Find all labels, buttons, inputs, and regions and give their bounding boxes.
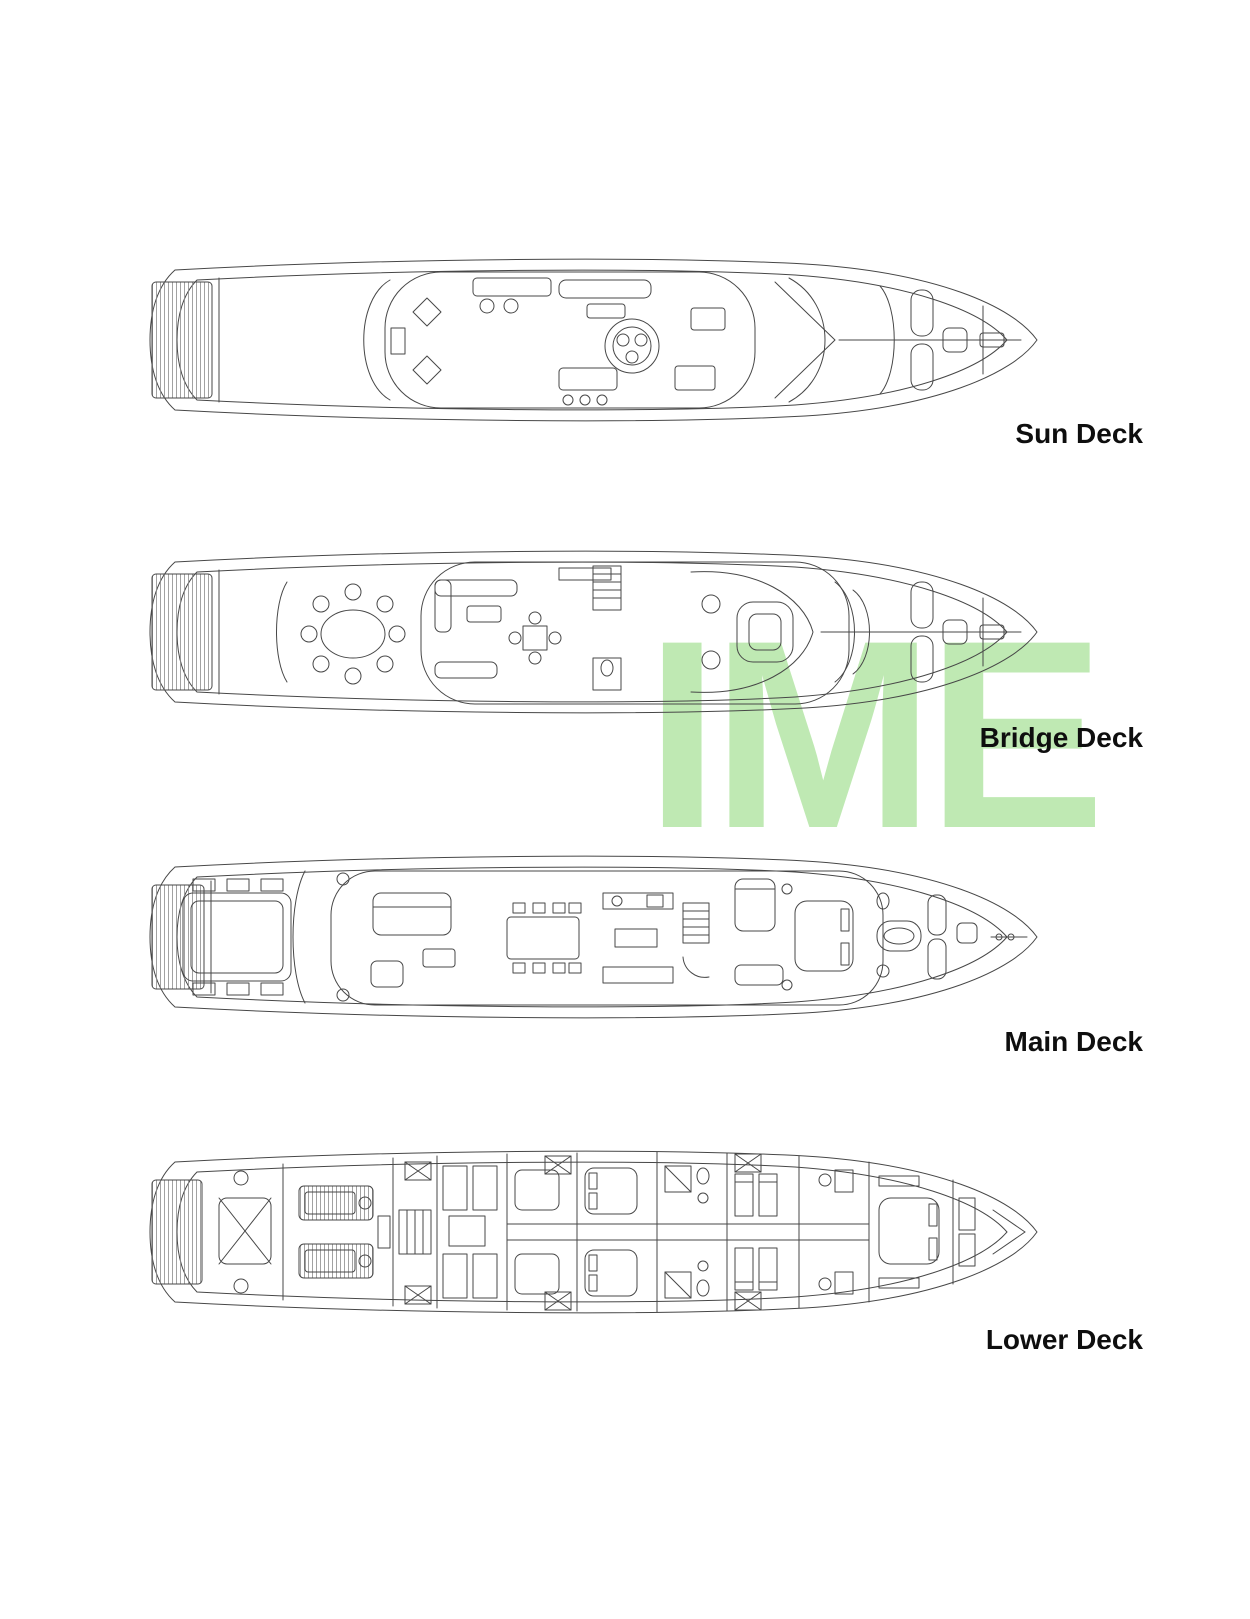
wet-bar	[558, 367, 618, 406]
stern-platform	[151, 277, 220, 403]
helm-console	[472, 277, 552, 314]
foredeck	[838, 285, 1022, 395]
guest-cabin	[734, 878, 784, 986]
bridge-deck-section	[135, 540, 1045, 725]
sun-deck-drawing	[149, 258, 1038, 422]
owner-bath	[876, 892, 922, 978]
stern-platform	[151, 569, 220, 695]
deck-hatches	[404, 1153, 762, 1311]
day-head	[592, 657, 622, 691]
stair-foyer	[682, 902, 710, 978]
radar-arch	[774, 277, 836, 403]
hardtop-outline	[363, 271, 756, 409]
galley	[602, 892, 674, 984]
sun-deck-section	[135, 248, 1045, 433]
main-deck-section	[135, 845, 1045, 1030]
bulkheads	[282, 1151, 954, 1313]
guest-baths	[664, 1165, 710, 1299]
stair-down	[398, 1209, 432, 1255]
dining-area	[506, 902, 582, 974]
swim-platform	[151, 880, 212, 994]
main-salon	[330, 870, 884, 1006]
foredeck	[820, 581, 1022, 683]
bridge-deck-label: Bridge Deck	[979, 722, 1143, 753]
main-deck-drawing	[149, 855, 1038, 1019]
foredeck	[927, 894, 1028, 980]
aft-deck	[182, 870, 350, 1004]
lounge-seating	[558, 279, 652, 319]
lower-deck-label: Lower Deck	[985, 1324, 1143, 1355]
skylounge	[420, 561, 850, 705]
twin-cabins	[734, 1173, 778, 1291]
guest-cabins-mid	[584, 1167, 638, 1297]
bow-crew-cabin	[958, 1197, 1026, 1267]
corridor	[506, 1223, 870, 1241]
main-deck-label: Main Deck	[1004, 1026, 1144, 1057]
stairwell	[592, 565, 622, 611]
aft-guest-cabins	[514, 1169, 560, 1295]
pilothouse	[690, 571, 814, 693]
lazarette	[218, 1170, 272, 1294]
engine-room	[298, 1185, 391, 1279]
crew-quarters	[442, 1165, 498, 1299]
transom-platform	[151, 1179, 203, 1285]
sun-deck-label: Sun Deck	[1015, 418, 1143, 449]
bridge-deck-drawing	[149, 550, 1038, 714]
owner-stateroom	[781, 883, 854, 991]
lower-deck-section	[135, 1140, 1045, 1325]
aft-deck-dining	[276, 581, 406, 685]
equipment-boxes	[674, 307, 726, 391]
lower-deck-drawing	[149, 1150, 1038, 1314]
vip-cabin	[878, 1175, 940, 1289]
forward-baths	[818, 1169, 854, 1295]
brand-watermark: IME	[645, 584, 1105, 884]
aft-sun-pads	[390, 297, 442, 385]
jacuzzi	[604, 318, 660, 374]
